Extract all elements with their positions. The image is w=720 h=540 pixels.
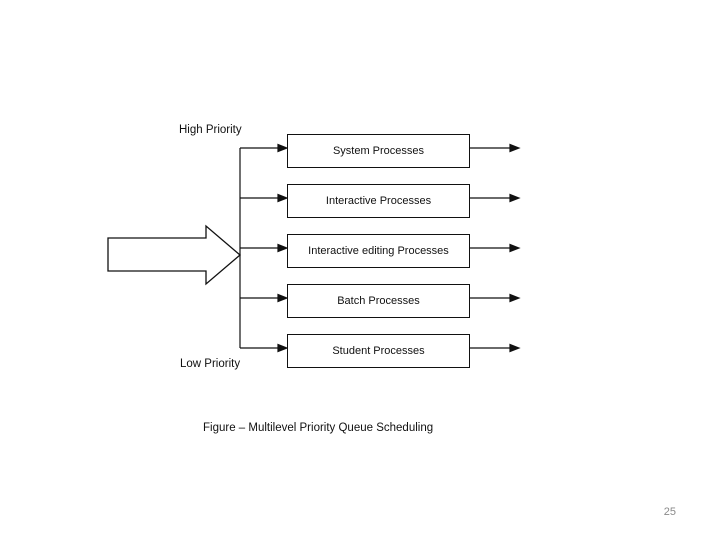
queue-student-processes: Student Processes [287, 334, 470, 368]
queue-label: System Processes [332, 145, 425, 157]
queue-label: Interactive Processes [325, 195, 432, 207]
low-priority-label: Low Priority [180, 358, 241, 370]
exit-arrows [470, 143, 521, 353]
queue-interactive-processes: Interactive Processes [287, 184, 470, 218]
queue-label: Batch Processes [337, 295, 420, 307]
queue-label: Interactive editing Processes [308, 245, 449, 257]
queue-interactive-editing-processes: Interactive editing Processes [287, 234, 470, 268]
high-priority-label: High Priority [179, 124, 242, 136]
figure-caption: Figure – Multilevel Priority Queue Sched… [203, 422, 434, 434]
entry-arrows [240, 143, 289, 353]
queue-label: Student Processes [332, 345, 425, 357]
input-arrow [107, 224, 242, 286]
queue-batch-processes: Batch Processes [287, 284, 470, 318]
queue-system-processes: System Processes [287, 134, 470, 168]
page-number: 25 [663, 506, 676, 518]
